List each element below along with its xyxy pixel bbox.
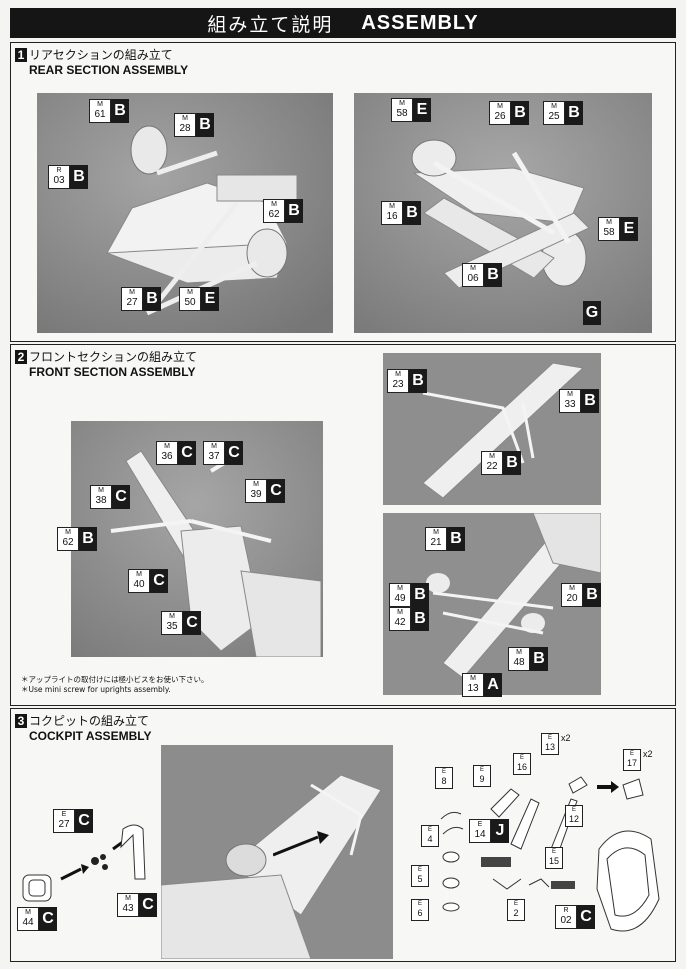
assembly-arrow-icon bbox=[273, 831, 329, 857]
rear-assembly-illustration-alt bbox=[354, 93, 652, 333]
front-uprights-illustration bbox=[383, 513, 601, 695]
rear-section-photo-right bbox=[354, 93, 652, 333]
part-callout: G bbox=[583, 301, 601, 325]
note-jp: ＊アップライトの取付けには極小ビスをお使い下さい。 bbox=[21, 675, 209, 684]
section-3-jp-title: コクピットの組み立て bbox=[29, 714, 150, 728]
section-3-number: 3 bbox=[15, 714, 27, 728]
section-2-jp-title: フロントセクションの組み立て bbox=[29, 350, 198, 364]
section-1-jp-title: リアセクションの組み立て bbox=[29, 48, 173, 62]
cockpit-illustration bbox=[161, 745, 393, 959]
section-2-en-title: FRONT SECTION ASSEMBLY bbox=[29, 365, 196, 379]
page-header: 組み立て説明 ASSEMBLY bbox=[10, 8, 676, 38]
section-2-number: 2 bbox=[15, 350, 27, 364]
header-en-title: ASSEMBLY bbox=[361, 11, 479, 34]
section-1-number: 1 bbox=[15, 48, 27, 62]
note-en: ＊Use mini screw for uprights assembly. bbox=[21, 685, 171, 694]
section-3-en-title: COCKPIT ASSEMBLY bbox=[29, 729, 152, 743]
section-1-en-title: REAR SECTION ASSEMBLY bbox=[29, 63, 189, 77]
cockpit-photo bbox=[161, 745, 393, 959]
header-jp-title: 組み立て説明 bbox=[207, 13, 334, 36]
cockpit-parts-diagram bbox=[440, 776, 660, 932]
steering-wheel-diagram bbox=[22, 824, 146, 902]
assembly-note: ＊アップライトの取付けには極小ビスをお使い下さい。 ＊Use mini scre… bbox=[21, 675, 209, 695]
